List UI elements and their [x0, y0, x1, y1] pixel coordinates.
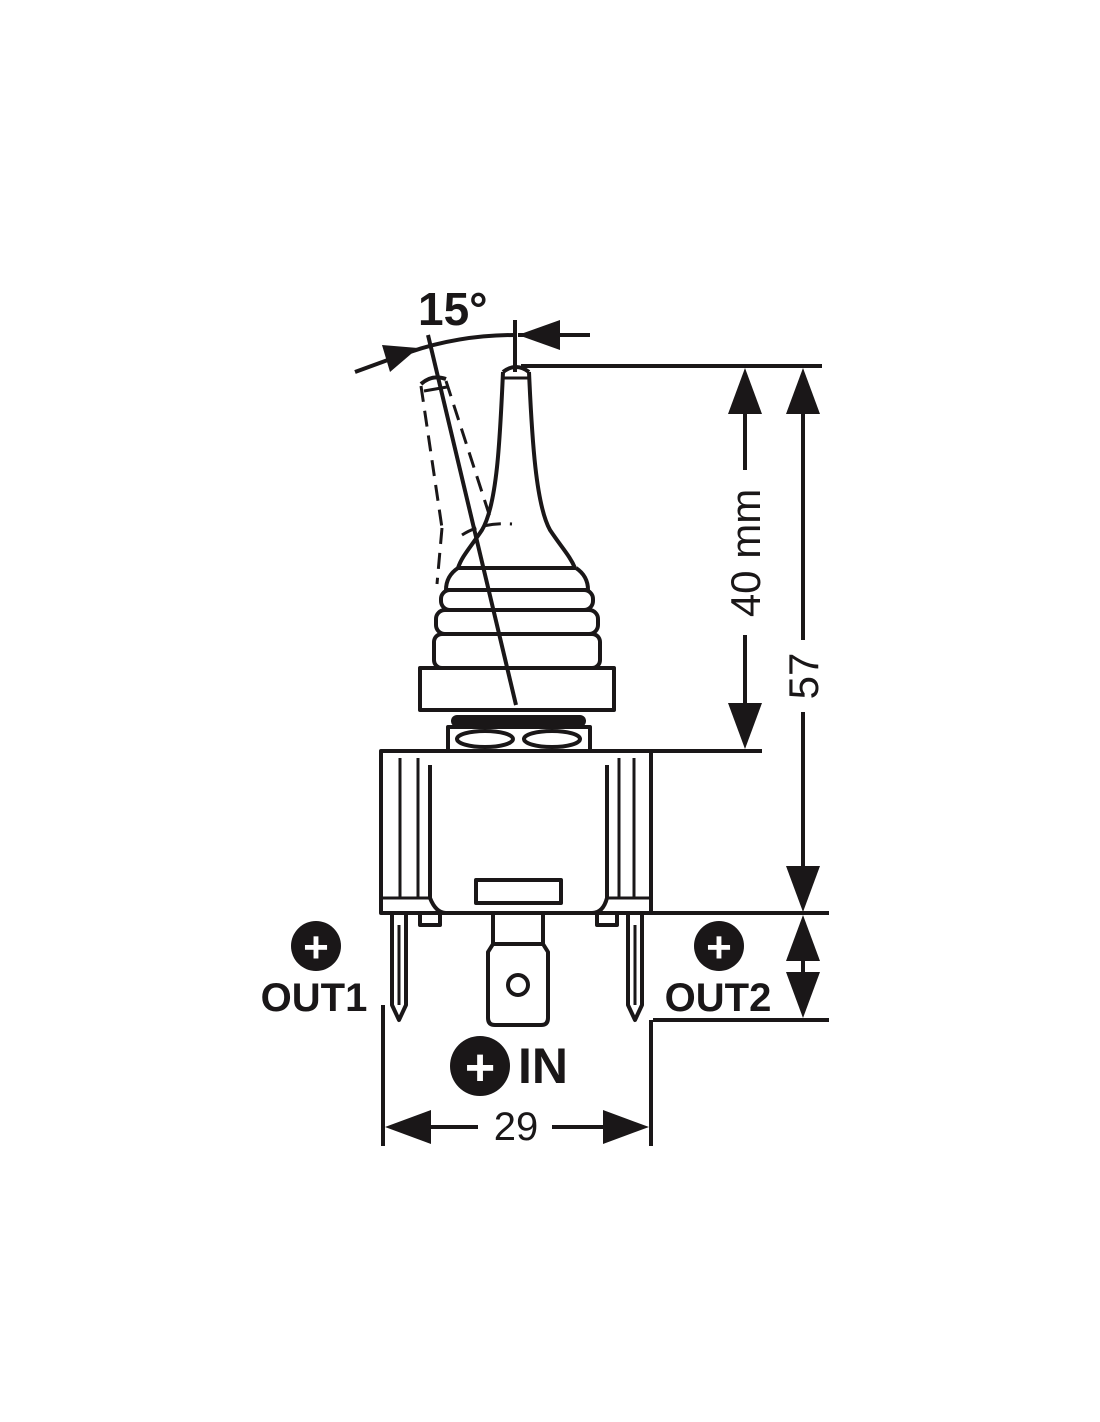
blade-length-dimension [653, 915, 829, 1022]
terminal-in-blade [486, 913, 550, 1027]
out2-symbol: + [706, 923, 732, 972]
in-marker: + IN [450, 1036, 568, 1097]
out1-symbol: + [303, 923, 329, 972]
out1-marker: + OUT1 [261, 921, 368, 1020]
bushing [446, 715, 592, 753]
lever-height-label: 40 mm [722, 489, 769, 617]
plus-badge-icon [450, 1036, 510, 1096]
terminal-out2-blade [595, 911, 644, 1022]
total-height-label: 57 [780, 653, 827, 700]
plus-badge-icon [291, 921, 341, 971]
out2-marker: + OUT2 [665, 921, 772, 1020]
lever-height-dimension [521, 364, 822, 749]
out2-label: OUT2 [665, 976, 772, 1020]
hex-nut [418, 666, 616, 712]
tilted-lever-outline [419, 334, 518, 706]
plus-badge-icon [694, 921, 744, 971]
angle-label: 15° [418, 283, 488, 335]
angle-dimension [354, 320, 590, 374]
rubber-boot [432, 566, 602, 670]
width-label: 29 [494, 1105, 539, 1149]
in-label: IN [518, 1038, 568, 1094]
total-height-dimension [786, 368, 820, 912]
switch-body [379, 749, 829, 915]
terminal-out1-blade [390, 911, 442, 1022]
width-dimension [381, 1005, 653, 1146]
in-symbol: + [465, 1039, 495, 1097]
out1-label: OUT1 [261, 976, 368, 1020]
